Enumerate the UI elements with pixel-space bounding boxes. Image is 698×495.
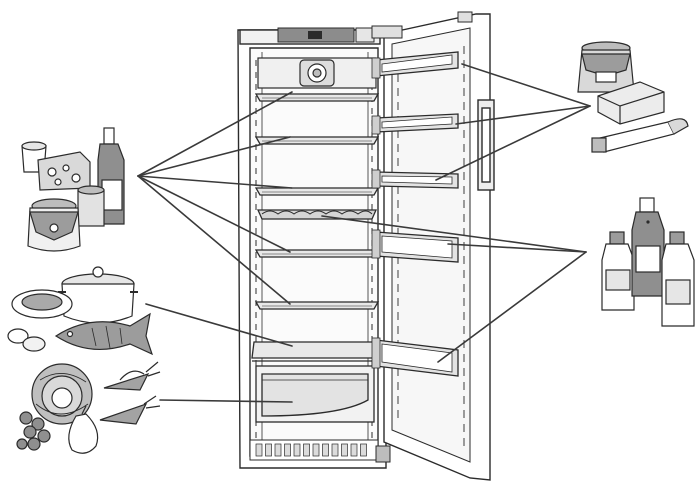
top-compartment	[257, 57, 377, 89]
leader-line-bottles	[321, 215, 587, 253]
cabbage-icon	[31, 363, 93, 425]
leader-line-dairy	[137, 175, 291, 253]
eggs-icon	[7, 328, 46, 352]
crisper-cover-shelf	[251, 341, 379, 362]
leader-line-door-top	[455, 105, 591, 125]
jam-jar-icon	[27, 198, 81, 252]
vent-slot	[255, 443, 263, 457]
bottle-rack-shelf	[256, 209, 378, 220]
control-panel	[277, 27, 375, 43]
door-bin	[371, 169, 459, 189]
leader-line-fish	[145, 303, 293, 347]
cooking-pot-icon	[58, 266, 138, 324]
leader-line-dairy	[137, 136, 291, 177]
vent-slot	[312, 443, 320, 457]
glass-shelf	[254, 136, 380, 145]
leader-line-dairy	[137, 175, 291, 305]
leader-line-dairy	[137, 175, 293, 189]
shelves	[254, 93, 380, 310]
juice-bottle-icon	[631, 197, 665, 297]
leader-line-dairy	[137, 91, 293, 177]
door-bin	[371, 113, 459, 135]
grapes-icon	[16, 411, 51, 451]
crisper-drawer	[255, 365, 375, 423]
door-bins	[371, 51, 459, 377]
door-bin	[371, 51, 459, 79]
door-bin	[371, 337, 459, 377]
vent-slot	[341, 443, 348, 457]
carrot-icon	[99, 361, 161, 425]
glass-shelf	[254, 249, 380, 258]
pear-icon	[68, 405, 99, 454]
glass-shelf	[254, 93, 380, 102]
glass-shelf	[254, 301, 380, 310]
leader-line-door-top	[435, 105, 591, 181]
cheese-block-icon	[37, 151, 91, 191]
hinge-bottom	[375, 445, 391, 463]
fish-icon	[54, 312, 154, 356]
tin-can-icon	[77, 185, 105, 227]
vent-slot	[303, 443, 310, 457]
leader-line-vegetables	[159, 399, 293, 403]
vent-slot	[265, 443, 272, 457]
milk-bottle-icon	[601, 231, 635, 311]
butter-pack-icon	[597, 81, 665, 125]
food-group-dairy-jars-bottle	[21, 127, 125, 252]
food-group-vegetables	[16, 361, 161, 454]
bottom-grille	[249, 439, 379, 461]
food-group-door-bottles	[601, 197, 695, 327]
jar-icon	[577, 41, 635, 93]
vent-slot	[322, 443, 329, 457]
vent-slot	[350, 443, 358, 457]
door-bin	[371, 229, 459, 263]
vent-slot	[331, 443, 339, 457]
vent-slot	[360, 443, 367, 457]
fish-plate-icon	[11, 289, 73, 319]
leader-line-door-top	[461, 63, 591, 107]
tall-bottle-icon	[661, 231, 695, 327]
leader-lines	[137, 63, 591, 403]
leader-line-bottles	[437, 251, 587, 363]
vent-slot	[274, 443, 282, 457]
food-group-door-jar-butter-tube	[577, 41, 689, 153]
tube-icon	[591, 118, 689, 153]
vent-slot	[293, 443, 301, 457]
food-group-fish-and-pot	[7, 266, 154, 356]
vent-slot	[284, 443, 291, 457]
leader-line-bottles	[447, 243, 587, 253]
glass-shelf	[254, 187, 380, 196]
